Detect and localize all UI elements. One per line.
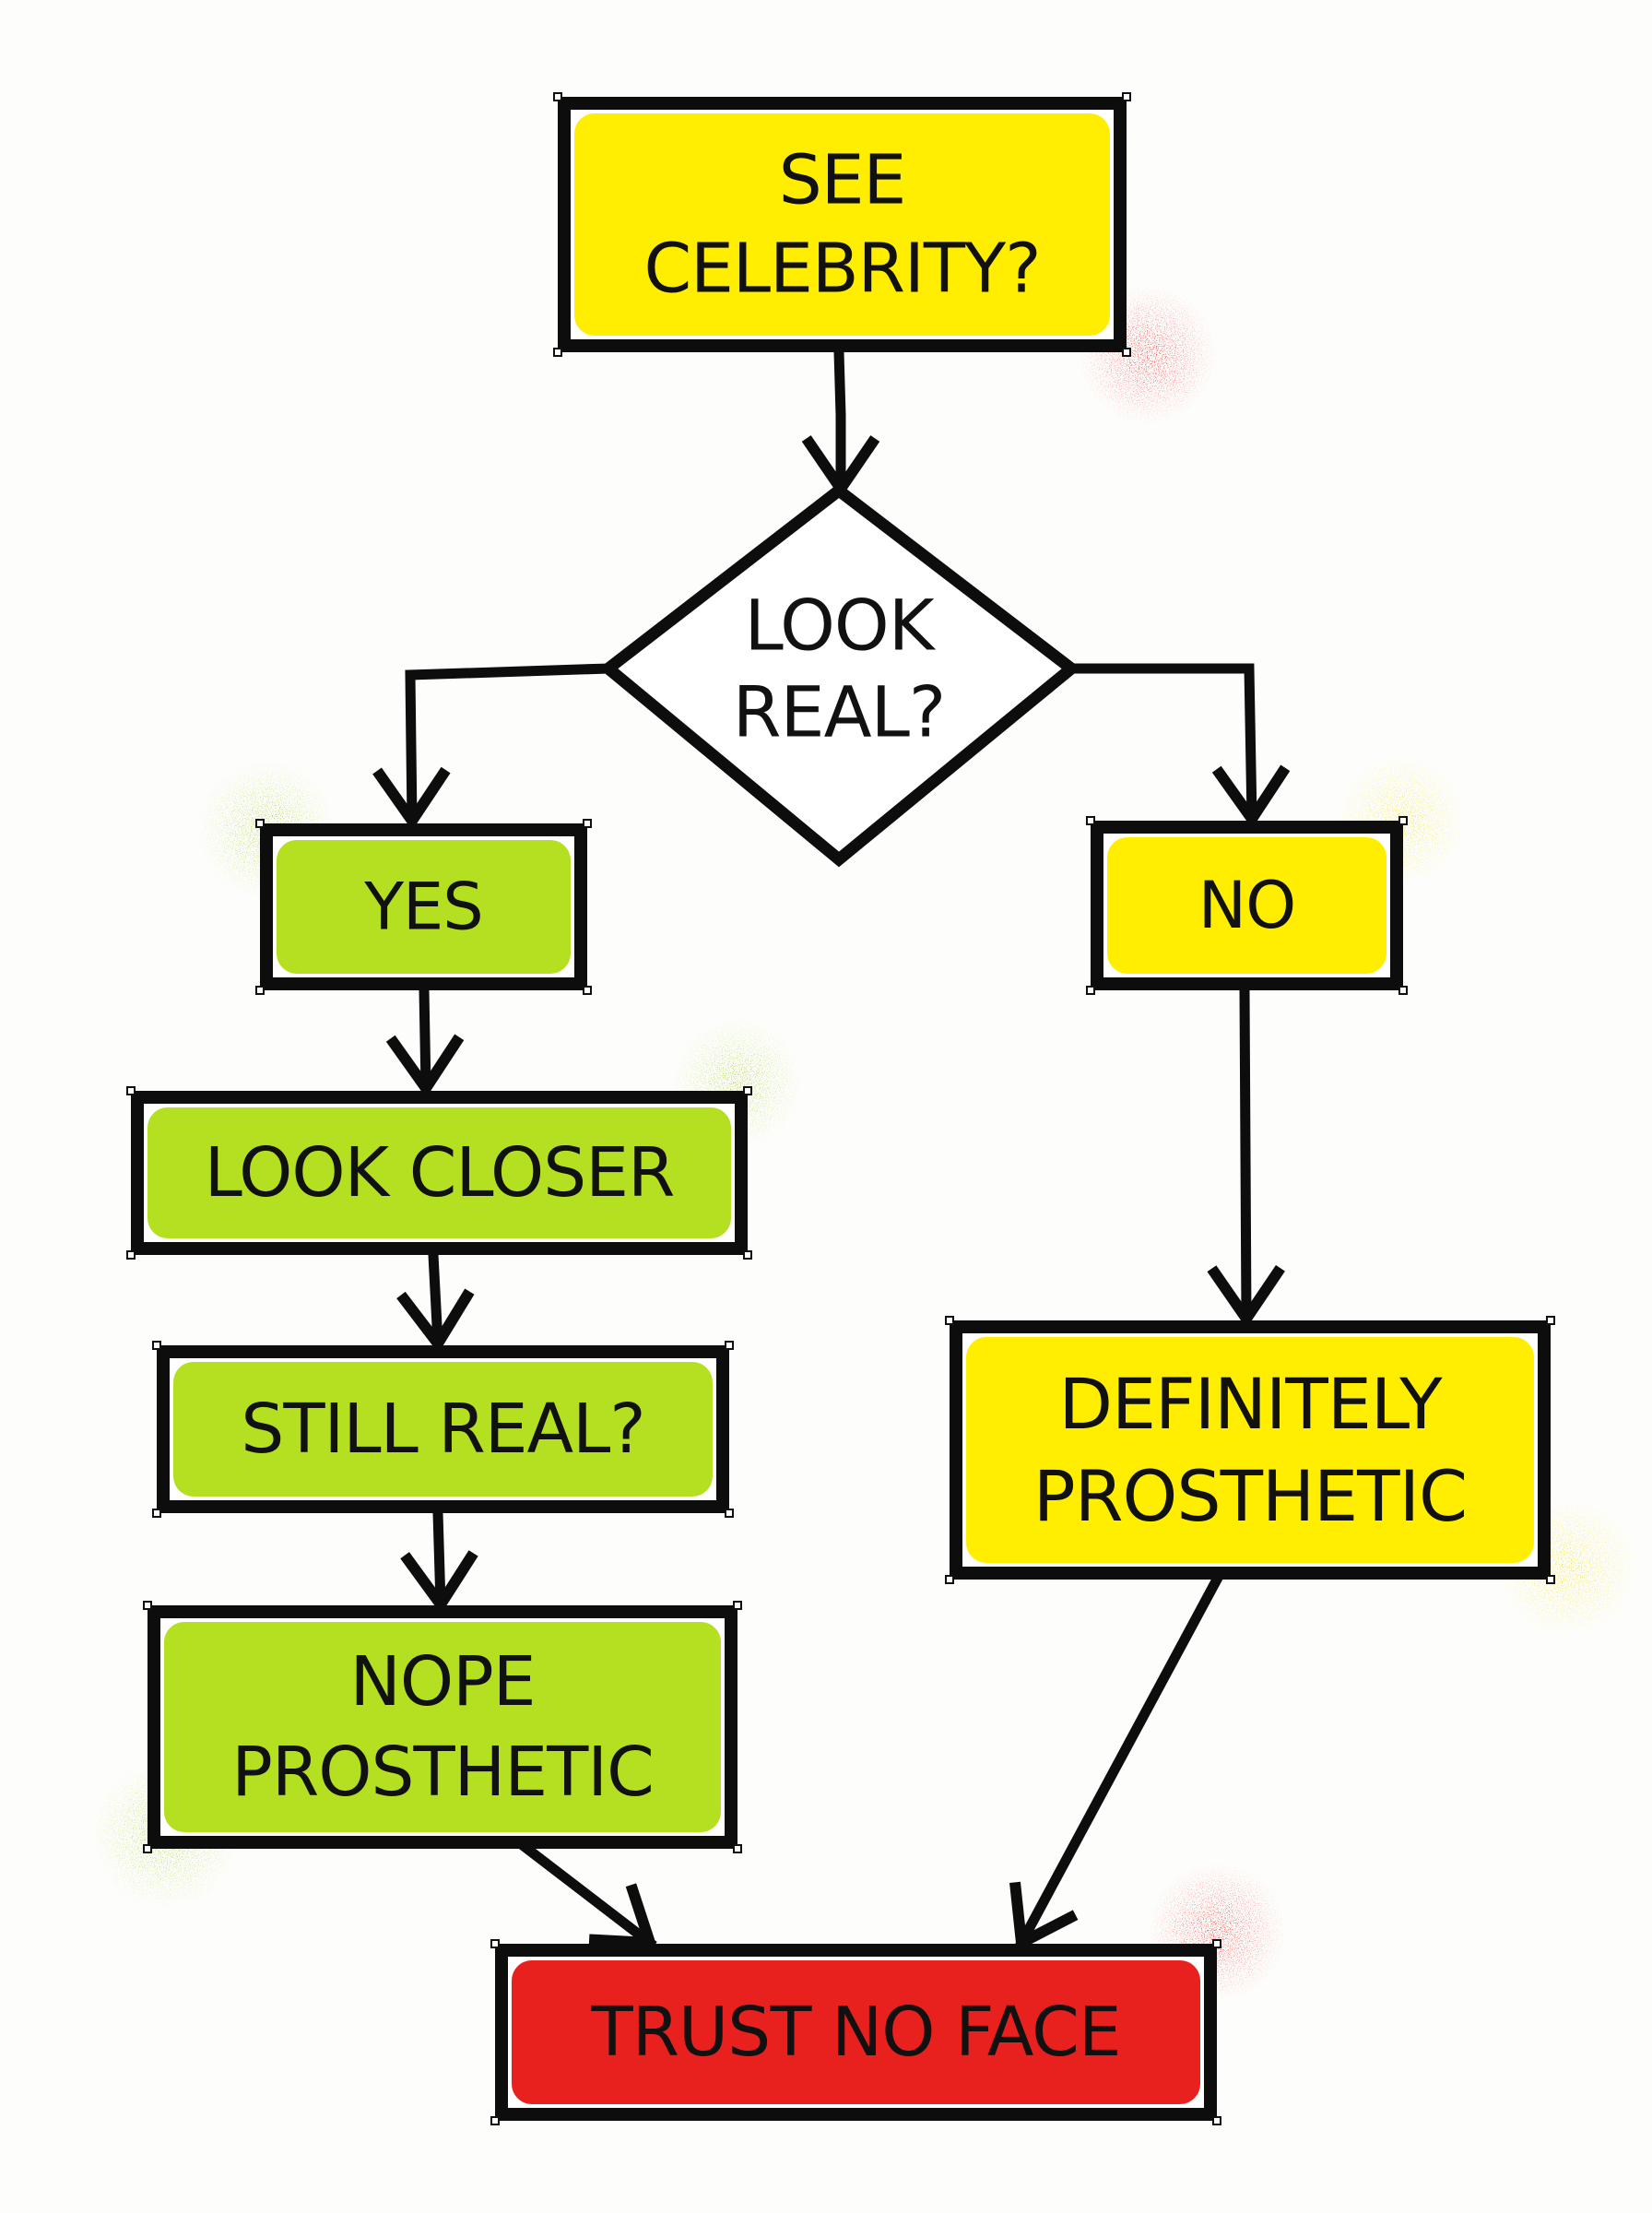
resize-handle bbox=[1546, 1575, 1555, 1584]
node-label: DEFINITELY bbox=[1058, 1363, 1443, 1445]
node-still-real: STILL REAL? bbox=[152, 1341, 734, 1518]
node-look-closer: LOOK CLOSER bbox=[126, 1086, 752, 1260]
resize-handle bbox=[1086, 816, 1095, 825]
node-yes: YES bbox=[255, 819, 592, 995]
arrowhead-icon bbox=[396, 1288, 475, 1354]
arrowhead-icon bbox=[400, 1550, 478, 1615]
resize-handle bbox=[126, 1086, 136, 1095]
node-label: REAL? bbox=[733, 671, 946, 753]
resize-handle bbox=[1122, 348, 1131, 357]
resize-handle bbox=[553, 92, 562, 101]
node-fill bbox=[173, 1362, 713, 1497]
node-label: CELEBRITY? bbox=[643, 230, 1040, 309]
arrowhead-icon bbox=[372, 766, 451, 831]
resize-handle bbox=[1122, 92, 1131, 101]
resize-handle bbox=[1398, 986, 1408, 995]
connector-no-to-definitely_prosthetic bbox=[1207, 985, 1285, 1329]
node-label: SEE bbox=[779, 141, 905, 220]
resize-handle bbox=[490, 1939, 500, 1948]
node-label: STILL REAL? bbox=[241, 1390, 644, 1469]
resize-handle bbox=[583, 986, 592, 995]
resize-handle bbox=[1546, 1316, 1555, 1325]
node-fill bbox=[966, 1337, 1534, 1563]
flowchart-connectors bbox=[372, 347, 1291, 1952]
resize-handle bbox=[945, 1575, 954, 1584]
connector-look_closer-to-still_real bbox=[396, 1249, 475, 1354]
node-label: NO bbox=[1198, 868, 1295, 943]
node-no: NO bbox=[1086, 816, 1408, 995]
node-fill bbox=[164, 1622, 721, 1832]
connector-yes-to-look_closer bbox=[385, 985, 465, 1098]
resize-handle bbox=[1212, 2116, 1221, 2125]
resize-handle bbox=[733, 1601, 742, 1610]
node-label: PROSTHETIC bbox=[1033, 1455, 1467, 1537]
connector-look_real-to-yes bbox=[372, 663, 614, 831]
decision-diamond bbox=[598, 482, 1081, 868]
resize-handle bbox=[1086, 986, 1095, 995]
resize-handle bbox=[255, 986, 265, 995]
resize-handle bbox=[255, 819, 265, 828]
arrowhead-icon bbox=[1211, 764, 1291, 829]
resize-handle bbox=[1212, 1939, 1221, 1948]
node-label: YES bbox=[363, 870, 482, 945]
node-definitely-prosthetic: DEFINITELY PROSTHETIC bbox=[945, 1316, 1555, 1584]
resize-handle bbox=[743, 1086, 752, 1095]
resize-handle bbox=[733, 1844, 742, 1853]
resize-handle bbox=[143, 1601, 152, 1610]
node-see-celebrity: SEE CELEBRITY? bbox=[553, 92, 1131, 357]
node-label: TRUST NO FACE bbox=[590, 1993, 1120, 2072]
node-fill bbox=[512, 1960, 1200, 2104]
resize-handle bbox=[725, 1509, 734, 1518]
resize-handle bbox=[725, 1341, 734, 1350]
arrowhead-icon bbox=[1207, 1264, 1285, 1329]
resize-handle bbox=[143, 1844, 152, 1853]
resize-handle bbox=[743, 1250, 752, 1260]
connector-see_celebrity-to-look_real bbox=[801, 347, 880, 499]
node-fill bbox=[574, 113, 1110, 336]
node-label: LOOK CLOSER bbox=[205, 1133, 675, 1213]
resize-handle bbox=[945, 1316, 954, 1325]
resize-handle bbox=[152, 1341, 161, 1350]
arrowhead-icon bbox=[588, 1883, 658, 1949]
resize-handle bbox=[583, 819, 592, 828]
node-fill bbox=[1107, 837, 1386, 974]
resize-handle bbox=[152, 1509, 161, 1518]
node-fill bbox=[277, 840, 571, 974]
node-label: NOPE bbox=[350, 1642, 536, 1722]
arrowhead-icon bbox=[385, 1034, 465, 1098]
connector-definitely_prosthetic-to-trust_no_face bbox=[1009, 1572, 1224, 1952]
resize-handle bbox=[1398, 816, 1408, 825]
node-label: LOOK bbox=[744, 585, 936, 667]
node-trust-no-face: TRUST NO FACE bbox=[490, 1939, 1221, 2125]
node-label: PROSTHETIC bbox=[231, 1733, 654, 1812]
resize-handle bbox=[126, 1250, 136, 1260]
resize-handle bbox=[490, 2116, 500, 2125]
connector-nope_prosthetic-to-trust_no_face bbox=[504, 1829, 658, 1950]
node-fill bbox=[148, 1107, 731, 1238]
connector-look_real-to-no bbox=[1066, 663, 1291, 829]
connector-still_real-to-nope_prosthetic bbox=[400, 1508, 478, 1615]
arrowhead-icon bbox=[1009, 1881, 1079, 1952]
resize-handle bbox=[553, 348, 562, 357]
node-nope-prosthetic: NOPE PROSTHETIC bbox=[143, 1601, 742, 1853]
